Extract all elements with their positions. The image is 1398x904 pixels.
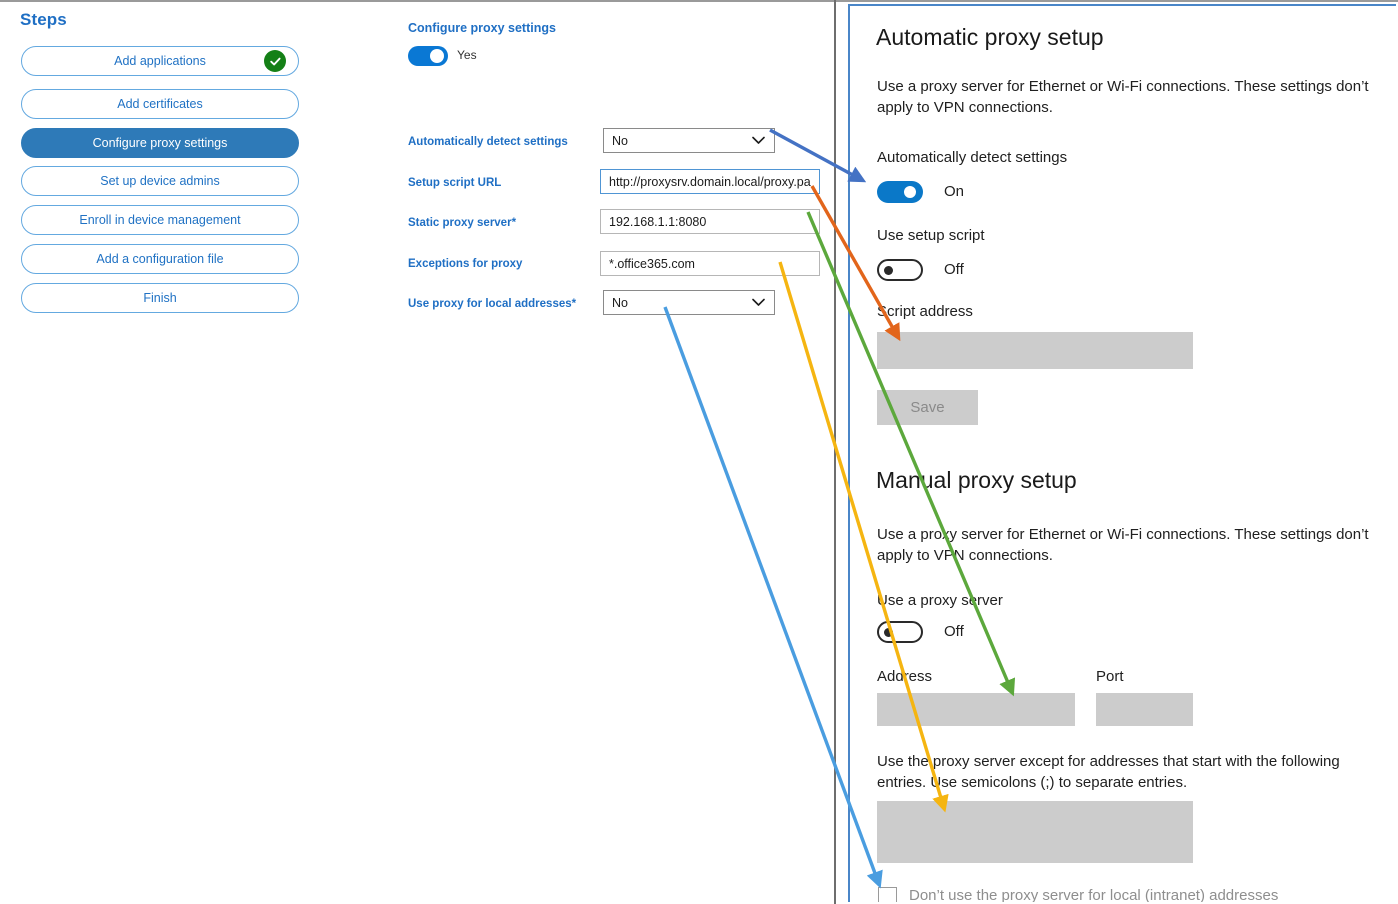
- manual-proxy-setup-heading: Manual proxy setup: [876, 467, 1077, 493]
- step-label: Finish: [143, 291, 177, 305]
- input-address[interactable]: [877, 693, 1075, 726]
- state-use-a-proxy-server: Off: [944, 623, 964, 640]
- chevron-down-icon: [752, 296, 765, 310]
- label-static-proxy-server: Static proxy server*: [408, 217, 516, 229]
- windows-proxy-settings-panel: Automatic proxy setup Use a proxy server…: [848, 4, 1396, 902]
- label-use-setup-script: Use setup script: [877, 227, 985, 244]
- dropdown-value: No: [612, 295, 628, 310]
- input-proxy-exceptions[interactable]: [877, 801, 1193, 863]
- label-use-a-proxy-server: Use a proxy server: [877, 592, 1003, 609]
- input-exceptions-for-proxy[interactable]: *.office365.com: [600, 251, 820, 276]
- chevron-down-icon: [752, 134, 765, 148]
- step-item-add-certificates[interactable]: Add certificates: [21, 89, 299, 119]
- checkbox-bypass-local-addresses[interactable]: [878, 887, 897, 902]
- input-port[interactable]: [1096, 693, 1193, 726]
- manual-proxy-setup-description: Use a proxy server for Ethernet or Wi-Fi…: [877, 526, 1369, 564]
- label-exceptions-for-proxy: Exceptions for proxy: [408, 258, 523, 270]
- exceptions-description: Use the proxy server except for addresse…: [877, 753, 1340, 791]
- configure-proxy-settings-toggle-value: Yes: [457, 48, 477, 62]
- toggle-use-setup-script[interactable]: [877, 259, 923, 281]
- toggle-use-a-proxy-server[interactable]: [877, 621, 923, 643]
- step-label: Set up device admins: [100, 174, 220, 188]
- input-static-proxy-server[interactable]: 192.168.1.1:8080: [600, 209, 820, 234]
- label-automatically-detect-settings: Automatically detect settings: [408, 136, 568, 148]
- save-button[interactable]: Save: [877, 390, 978, 425]
- label-address: Address: [877, 668, 933, 685]
- step-item-finish[interactable]: Finish: [21, 283, 299, 313]
- automatic-proxy-setup-description: Use a proxy server for Ethernet or Wi-Fi…: [877, 78, 1369, 116]
- step-label: Add applications: [114, 54, 206, 68]
- input-value: 192.168.1.1:8080: [609, 214, 707, 229]
- step-label: Configure proxy settings: [92, 136, 228, 150]
- step-label: Add certificates: [117, 97, 203, 111]
- label-port: Port: [1096, 668, 1124, 685]
- step-item-set-up-device-admins[interactable]: Set up device admins: [21, 166, 299, 196]
- proxy-configuration-form: Configure proxy settings Yes Automatical…: [335, 2, 833, 904]
- label-use-proxy-for-local-addresses: Use proxy for local addresses*: [408, 298, 576, 310]
- required-asterisk: *: [571, 298, 577, 310]
- label-bypass-local-addresses: Don’t use the proxy server for local (in…: [909, 887, 1279, 902]
- toggle-knob: [884, 266, 893, 275]
- save-button-label: Save: [910, 399, 945, 416]
- dropdown-automatically-detect-settings[interactable]: No: [603, 128, 775, 153]
- toggle-knob: [430, 49, 444, 63]
- input-value: *.office365.com: [609, 256, 695, 271]
- step-item-add-applications[interactable]: Add applications: [21, 46, 299, 76]
- toggle-knob: [904, 186, 916, 198]
- label-setup-script-url: Setup script URL: [408, 177, 502, 189]
- step-label: Enroll in device management: [79, 213, 241, 227]
- label-script-address: Script address: [877, 303, 973, 320]
- input-setup-script-url[interactable]: http://proxysrv.domain.local/proxy.pa: [600, 169, 820, 194]
- state-automatically-detect-settings: On: [944, 183, 965, 200]
- steps-panel-title: Steps: [20, 10, 67, 29]
- dropdown-use-proxy-for-local-addresses[interactable]: No: [603, 290, 775, 315]
- toggle-knob: [884, 628, 893, 637]
- step-item-enroll-in-device-management[interactable]: Enroll in device management: [21, 205, 299, 235]
- configure-proxy-settings-toggle[interactable]: [408, 46, 448, 66]
- dropdown-value: No: [612, 133, 628, 148]
- required-asterisk: *: [511, 217, 517, 229]
- automatic-proxy-setup-heading: Automatic proxy setup: [876, 24, 1104, 50]
- step-label: Add a configuration file: [96, 252, 224, 266]
- form-heading: Configure proxy settings: [408, 21, 556, 35]
- input-script-address[interactable]: [877, 332, 1193, 369]
- input-value: http://proxysrv.domain.local/proxy.pa: [609, 174, 811, 189]
- check-circle-icon: [264, 50, 286, 72]
- toggle-automatically-detect-settings[interactable]: [877, 181, 923, 203]
- panel-divider: [834, 0, 836, 904]
- frame-top-divider: [0, 0, 1398, 2]
- steps-panel: Steps Add applications Add certificates …: [0, 2, 335, 904]
- step-item-add-a-configuration-file[interactable]: Add a configuration file: [21, 244, 299, 274]
- label-text: Static proxy server: [408, 217, 512, 229]
- label-automatically-detect-settings: Automatically detect settings: [877, 149, 1068, 166]
- label-text: Use proxy for local addresses: [408, 298, 572, 310]
- step-item-configure-proxy-settings[interactable]: Configure proxy settings: [21, 128, 299, 158]
- state-use-setup-script: Off: [944, 261, 964, 278]
